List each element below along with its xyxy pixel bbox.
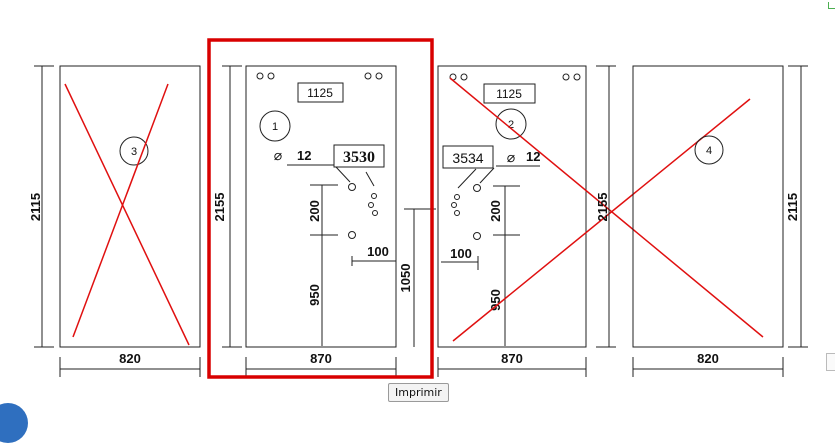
- lock-hole: [372, 210, 378, 216]
- panel-4-height-label: 2115: [785, 193, 800, 221]
- panel-2-hole-diameter: 12: [297, 148, 311, 163]
- panel-1-number: 3: [131, 146, 137, 158]
- panel-3-dim-b: 100: [450, 246, 472, 261]
- panel-3-number-circle: [495, 108, 527, 140]
- panel-2-outline: [245, 65, 397, 348]
- panel-1-height-label: 2115: [28, 193, 43, 221]
- panel-2-top-dim-box: [297, 82, 344, 103]
- panel-3-top-dim: 1125: [496, 87, 522, 101]
- lock-hole: [454, 210, 460, 216]
- hinge-hole: [364, 72, 372, 80]
- panel-2-side-dim: 1050: [398, 264, 413, 293]
- hinge-hole: [267, 72, 275, 80]
- panel-3-height-label: 2155: [595, 193, 610, 222]
- panel-3-outline: [437, 65, 587, 348]
- hinge-hole: [256, 72, 264, 80]
- hinge-hole: [460, 73, 468, 81]
- panel-2-lock-dim: 3530: [343, 149, 375, 166]
- panel-2-diameter-symbol: ⌀: [274, 147, 282, 163]
- lock-hole: [371, 193, 377, 199]
- panel-1-cross-a: [64, 83, 190, 346]
- lock-hole: [473, 232, 481, 240]
- panel-1[interactable]: 2115 3 820: [28, 65, 201, 377]
- panel-4-outline: [632, 65, 784, 348]
- panel-3-top-dim-box: [483, 83, 536, 104]
- panel-3-hole-diameter: 12: [526, 149, 540, 164]
- door-panels-drawing: 2115 3 820 2155 1125 1 ⌀ 12: [28, 38, 808, 379]
- panel-3-number: 2: [508, 119, 514, 131]
- panel-3-lock-dim: 3534: [452, 150, 483, 166]
- panel-1-cross-b: [72, 83, 169, 338]
- hinge-hole: [375, 72, 383, 80]
- panel-1-outline: [59, 65, 201, 348]
- panel-3[interactable]: 1125 2 3534 ⌀ 12 200 950 100: [437, 65, 764, 377]
- panel-4-width-label: 820: [697, 351, 719, 366]
- scroll-tab-icon[interactable]: [826, 353, 835, 371]
- panel-4[interactable]: 4 2115 820: [632, 65, 808, 377]
- panel-1-number-circle: [119, 136, 149, 166]
- panel-3-lock-dim-box: [442, 145, 494, 169]
- panel-2[interactable]: 2155 1125 1 ⌀ 12 3530 200 950: [212, 65, 436, 377]
- hinge-hole: [573, 73, 581, 81]
- selection-highlight: [207, 38, 434, 379]
- panel-2-number: 1: [272, 121, 278, 133]
- hinge-hole: [562, 73, 570, 81]
- panel-3-diameter-symbol: ⌀: [507, 149, 515, 165]
- lock-hole: [473, 184, 481, 192]
- panel-4-number-circle: [694, 135, 724, 165]
- panel-3-dim-a: 200: [488, 200, 503, 222]
- panel-2-width-label: 870: [310, 351, 332, 366]
- panel-2-number-circle: [259, 110, 291, 142]
- panel-3-dim-c: 950: [488, 289, 503, 311]
- lock-hole: [451, 202, 457, 208]
- panel-4-number: 4: [706, 145, 712, 157]
- print-button[interactable]: Imprimir: [388, 383, 449, 402]
- panel-2-top-dim: 1125: [307, 86, 333, 100]
- panel-2-dim-b: 100: [367, 244, 389, 259]
- lock-hole: [348, 183, 356, 191]
- panel-3-cross-a: [449, 77, 764, 338]
- lock-hole: [454, 194, 460, 200]
- corner-mark-icon: [828, 2, 835, 9]
- panel-2-lock-dim-box: [333, 144, 385, 168]
- panel-1-width-label: 820: [119, 351, 141, 366]
- panel-2-dim-c: 950: [307, 284, 322, 306]
- lock-hole: [348, 231, 356, 239]
- panel-2-height-label: 2155: [212, 193, 227, 222]
- lock-hole: [368, 202, 374, 208]
- panel-3-width-label: 870: [501, 351, 523, 366]
- panel-2-dim-a: 200: [307, 200, 322, 222]
